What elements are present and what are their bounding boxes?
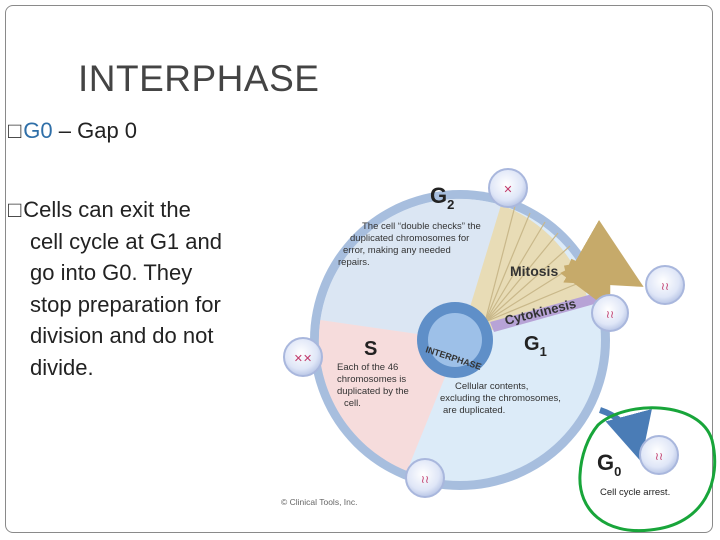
cell-g0: ≀≀ [639,435,679,475]
svg-text:≀≀: ≀≀ [655,451,663,463]
bullet-exit-cycle: □Cells can exit the cell cycle at G1 and… [8,194,273,383]
svg-text:≀≀: ≀≀ [606,309,614,321]
bullet-g0: □G0 – Gap 0 [8,118,137,144]
bullet-exit-line-2: cell cycle at G1 and [30,228,222,254]
copyright-credit: © Clinical Tools, Inc. [281,497,358,507]
g0-arrow [598,407,652,462]
cell-g1-bottom: ≀≀ [405,458,445,498]
bullet-exit-line-3: go into G0. They [30,260,193,285]
mitosis-arrow-lower [560,247,611,311]
bullet-exit-line-1: Cells can exit the [23,197,191,222]
svg-text:≀≀: ≀≀ [661,281,669,293]
cell-s: ✕✕ [283,337,323,377]
g0-caption: Cell cycle arrest. [600,487,670,498]
bullet-g0-accent: G0 [23,118,53,143]
g1-description: Cellular contents, excluding the chromos… [440,381,564,416]
cell-cycle-diagram: ✕ ≀≀ ≀≀ ✕✕ ≀≀ ≀≀ G2 The cell “double che… [281,168,717,533]
mitosis-fan-lines [484,205,587,323]
svg-text:✕✕: ✕✕ [294,353,312,365]
slide-title: INTERPHASE [78,58,320,99]
g1-label: G1 [524,333,547,359]
center-nucleus [428,313,482,367]
bullet-exit-line-4: stop preparation for [30,291,221,317]
bullet-exit-line-6: divide. [30,354,94,380]
g0-label: G0 [597,450,621,479]
s-label: S [364,338,377,360]
s-description: Each of the 46 chromosomes is duplicated… [337,362,411,409]
svg-text:≀≀: ≀≀ [421,474,429,486]
cell-mitosis-right: ≀≀ [645,265,685,305]
bullet-box-icon: □ [8,197,22,222]
g2-label: G2 [430,183,454,212]
svg-text:✕: ✕ [503,184,512,196]
g0-highlight-circle [578,406,717,533]
slide-frame [5,5,713,533]
bullet-box-icon: □ [8,118,22,143]
bullet-g0-text: – Gap 0 [52,118,138,143]
g2-description: The cell “double checks” the duplicated … [338,221,483,268]
mitosis-label: Mitosis [510,263,558,279]
cell-mitosis-lower: ≀≀ [591,294,629,332]
cell-g2: ✕ [488,168,528,208]
bullet-exit-line-5: division and do not [30,323,214,348]
